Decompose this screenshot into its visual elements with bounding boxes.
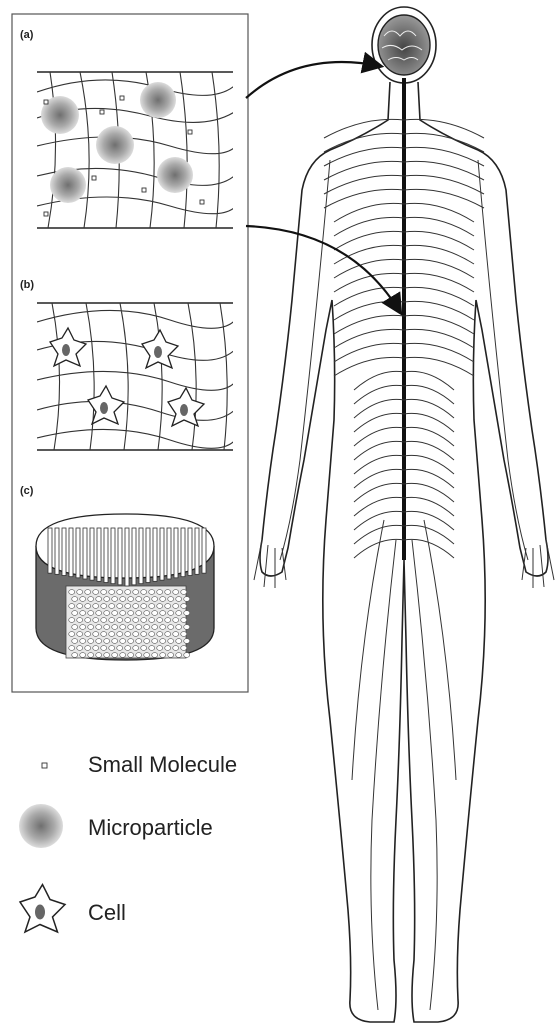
microparticle	[140, 82, 176, 118]
microparticle-icon	[19, 804, 63, 848]
legend-small-molecule: Small Molecule	[88, 752, 237, 777]
right-hand	[522, 540, 554, 588]
microparticle	[96, 126, 134, 164]
legend-cell: Cell	[88, 900, 126, 925]
microparticle	[157, 157, 193, 193]
legend: Small Molecule Microparticle Cell	[19, 752, 237, 932]
arrow-to-brain	[246, 62, 380, 98]
microparticle	[50, 167, 86, 203]
left-hand	[254, 540, 286, 588]
porous-scaffold	[36, 514, 214, 660]
panel-a-label: (a)	[20, 29, 34, 41]
panel-b-label: (b)	[20, 279, 34, 291]
brain-icon	[378, 15, 430, 75]
small-molecule-icon	[42, 763, 47, 768]
panel-c-label: (c)	[20, 485, 34, 497]
cell-icon	[20, 885, 65, 933]
human-body-figure	[254, 7, 554, 1022]
legend-microparticle: Microparticle	[88, 815, 213, 840]
